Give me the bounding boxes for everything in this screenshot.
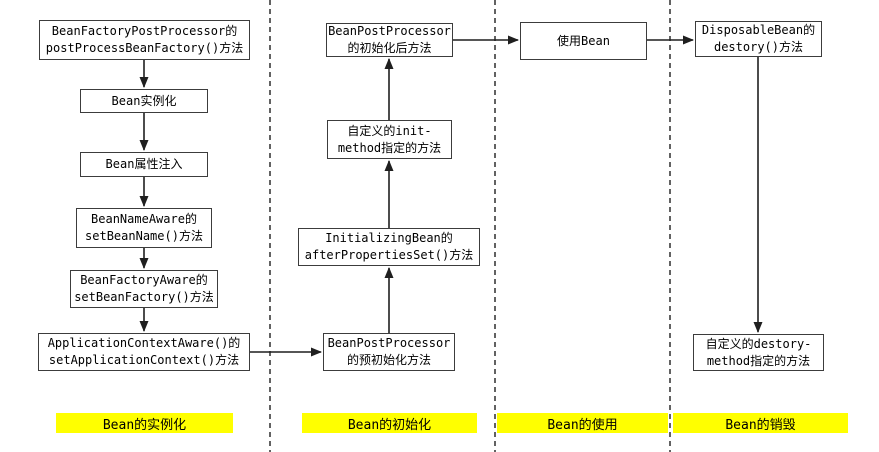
- section-label-bean-instantiation: Bean的实例化: [56, 413, 233, 433]
- node-applicationcontextaware-setapplicationcontext: ApplicationContextAware()的 setApplicatio…: [38, 333, 250, 371]
- node-beanfactorypostprocessor-postprocessbeanfactory: BeanFactoryPostProcessor的 postProcessBea…: [39, 20, 250, 60]
- node-custom-init-method: 自定义的init- method指定的方法: [327, 120, 452, 159]
- node-disposablebean-destory: DisposableBean的 destory()方法: [695, 21, 822, 57]
- node-bean-property-injection: Bean属性注入: [80, 152, 208, 177]
- node-use-bean: 使用Bean: [520, 22, 647, 60]
- node-beanfactoryaware-setbeanfactory: BeanFactoryAware的 setBeanFactory()方法: [70, 270, 218, 308]
- node-custom-destory-method: 自定义的destory- method指定的方法: [693, 334, 824, 371]
- node-bean-instantiation: Bean实例化: [80, 89, 208, 113]
- node-beanpostprocessor-after-init: BeanPostProcessor 的初始化后方法: [326, 23, 453, 57]
- node-beanpostprocessor-pre-init: BeanPostProcessor 的预初始化方法: [323, 333, 455, 371]
- section-label-bean-usage: Bean的使用: [497, 413, 668, 433]
- node-beannameaware-setbeanname: BeanNameAware的 setBeanName()方法: [76, 208, 212, 248]
- section-label-bean-initialization: Bean的初始化: [302, 413, 477, 433]
- section-label-bean-destruction: Bean的销毁: [673, 413, 848, 433]
- node-initializingbean-afterpropertiesset: InitializingBean的 afterPropertiesSet()方法: [298, 228, 480, 266]
